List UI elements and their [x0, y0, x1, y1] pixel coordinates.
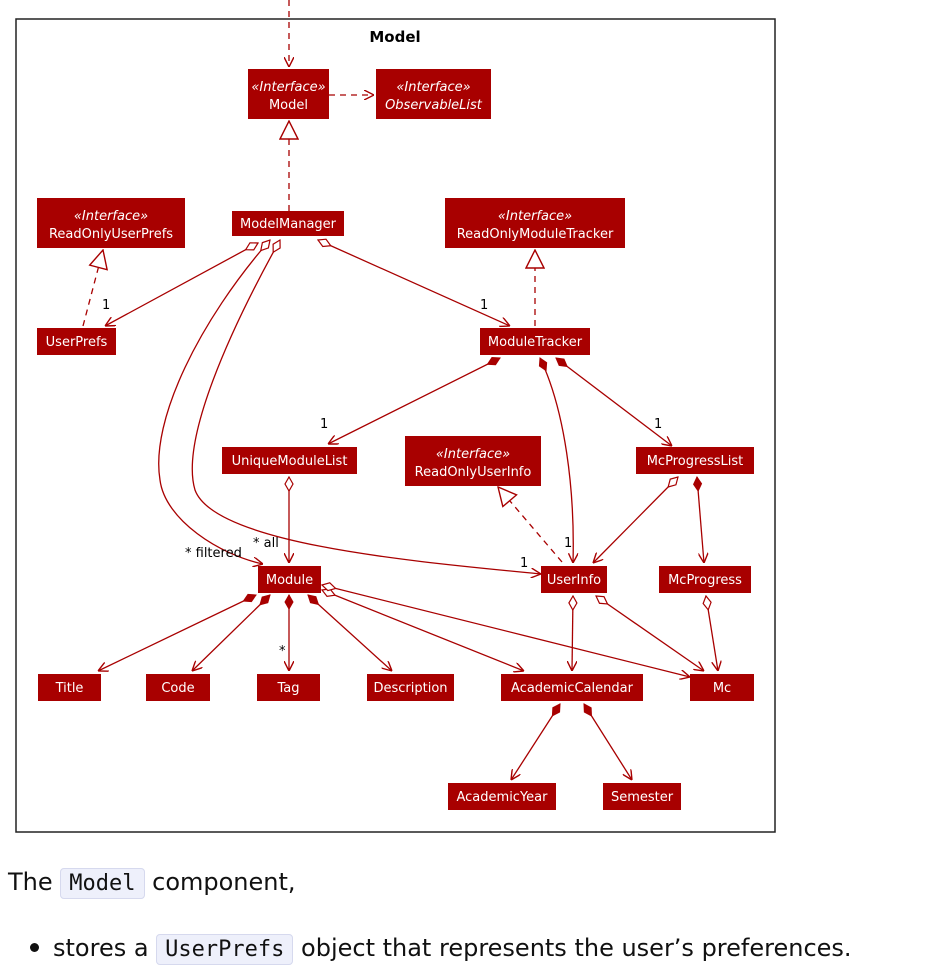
edge-modelmanager-module-filtered — [158, 240, 270, 564]
edge-userprefs-readonlyuserprefs — [82, 250, 103, 327]
mult-moduletracker: 1 — [480, 298, 488, 313]
node-readonlyuserinfo: «Interface» ReadOnlyUserInfo — [405, 436, 541, 486]
node-title: Title — [38, 674, 101, 701]
bullet-item-userprefs: stores a UserPrefs object that represent… — [30, 934, 852, 965]
svg-text:«Interface»: «Interface» — [396, 80, 470, 95]
node-code: Code — [146, 674, 210, 701]
bullet-prefix: stores a — [53, 934, 157, 962]
para-suffix: component, — [144, 868, 296, 896]
edge-moduletracker-uniquemodulelist — [328, 358, 500, 444]
svg-text:UserInfo: UserInfo — [547, 573, 601, 588]
node-mcprogresslist: McProgressList — [636, 447, 754, 474]
model-code: Model — [60, 868, 145, 899]
mult-uniquemodulelist: 1 — [320, 417, 328, 432]
svg-text:«Interface»: «Interface» — [436, 447, 510, 462]
svg-text:UserPrefs: UserPrefs — [46, 335, 108, 350]
svg-text:ReadOnlyUserInfo: ReadOnlyUserInfo — [415, 465, 532, 480]
svg-text:ModelManager: ModelManager — [240, 217, 337, 232]
svg-text:AcademicCalendar: AcademicCalendar — [511, 681, 634, 696]
node-academiccalendar: AcademicCalendar — [501, 674, 643, 701]
svg-text:ObservableList: ObservableList — [385, 98, 483, 113]
edge-modelmanager-userprefs — [105, 243, 258, 326]
bullet-dot-icon — [30, 942, 39, 952]
edge-moduletracker-mcprogresslist — [556, 358, 672, 446]
edge-userinfo-mc — [596, 596, 704, 671]
node-academicyear: AcademicYear — [448, 783, 556, 810]
mult-userinfo-manager: 1 — [520, 556, 528, 571]
svg-text:McProgressList: McProgressList — [647, 454, 744, 469]
mult-mcprogresslist: 1 — [654, 417, 662, 432]
node-uniquemodulelist: UniqueModuleList — [222, 447, 357, 474]
bullet-suffix: object that represents the user’s prefer… — [293, 934, 852, 962]
edge-academiccalendar-semester — [583, 704, 632, 780]
node-userinfo: UserInfo — [541, 566, 607, 593]
svg-text:Semester: Semester — [611, 790, 674, 805]
edge-userinfo-academiccalendar — [572, 596, 573, 671]
svg-text:Module: Module — [266, 573, 313, 588]
mult-tag: * — [279, 644, 286, 659]
node-semester: Semester — [603, 783, 681, 810]
node-modelmanager: ModelManager — [232, 211, 344, 236]
svg-text:AcademicYear: AcademicYear — [457, 790, 549, 805]
edge-mcprogresslist-mcprogress — [697, 477, 704, 563]
edge-moduletracker-userinfo — [540, 358, 573, 563]
svg-text:Model: Model — [269, 98, 308, 113]
node-observablelist: «Interface» ObservableList — [376, 69, 491, 119]
model-description-paragraph: The Model component, — [8, 868, 296, 899]
node-tag: Tag — [257, 674, 320, 701]
svg-text:«Interface»: «Interface» — [251, 80, 325, 95]
svg-text:ReadOnlyUserPrefs: ReadOnlyUserPrefs — [49, 227, 173, 242]
package-title: Model — [369, 28, 420, 46]
svg-text:Code: Code — [161, 681, 194, 696]
edge-modelmanager-userinfo — [191, 240, 541, 574]
node-moduletracker: ModuleTracker — [480, 328, 590, 355]
node-model: «Interface» Model — [248, 69, 329, 119]
edge-mcprogress-mc — [706, 596, 718, 671]
edge-mcprogresslist-userinfo — [593, 477, 678, 563]
model-class-diagram: Model 1 1 1 1 1 1 * fi — [15, 0, 776, 833]
svg-text:Title: Title — [55, 681, 84, 696]
mult-userinfo-tracker: 1 — [564, 536, 572, 551]
node-mcprogress: McProgress — [659, 566, 751, 593]
node-module: Module — [258, 566, 321, 593]
mult-userprefs: 1 — [102, 298, 110, 313]
userprefs-code: UserPrefs — [156, 934, 294, 965]
edge-module-code — [192, 595, 270, 671]
svg-text:«Interface»: «Interface» — [498, 209, 572, 224]
node-userprefs: UserPrefs — [37, 328, 116, 355]
svg-text:Description: Description — [373, 681, 447, 696]
node-mc: Mc — [690, 674, 754, 701]
svg-text:McProgress: McProgress — [668, 573, 742, 588]
mult-filtered: * filtered — [185, 546, 242, 561]
node-readonlyuserprefs: «Interface» ReadOnlyUserPrefs — [37, 198, 185, 248]
mult-all: * all — [253, 536, 279, 551]
edge-academiccalendar-academicyear — [511, 704, 561, 780]
node-description: Description — [367, 674, 454, 701]
svg-text:ReadOnlyModuleTracker: ReadOnlyModuleTracker — [457, 227, 614, 242]
svg-text:ModuleTracker: ModuleTracker — [488, 335, 583, 350]
node-readonlymoduletracker: «Interface» ReadOnlyModuleTracker — [445, 198, 625, 248]
svg-text:Tag: Tag — [276, 681, 299, 696]
para-prefix: The — [8, 868, 61, 896]
svg-text:Mc: Mc — [713, 681, 731, 696]
svg-text:«Interface»: «Interface» — [74, 209, 148, 224]
svg-text:UniqueModuleList: UniqueModuleList — [232, 454, 348, 469]
